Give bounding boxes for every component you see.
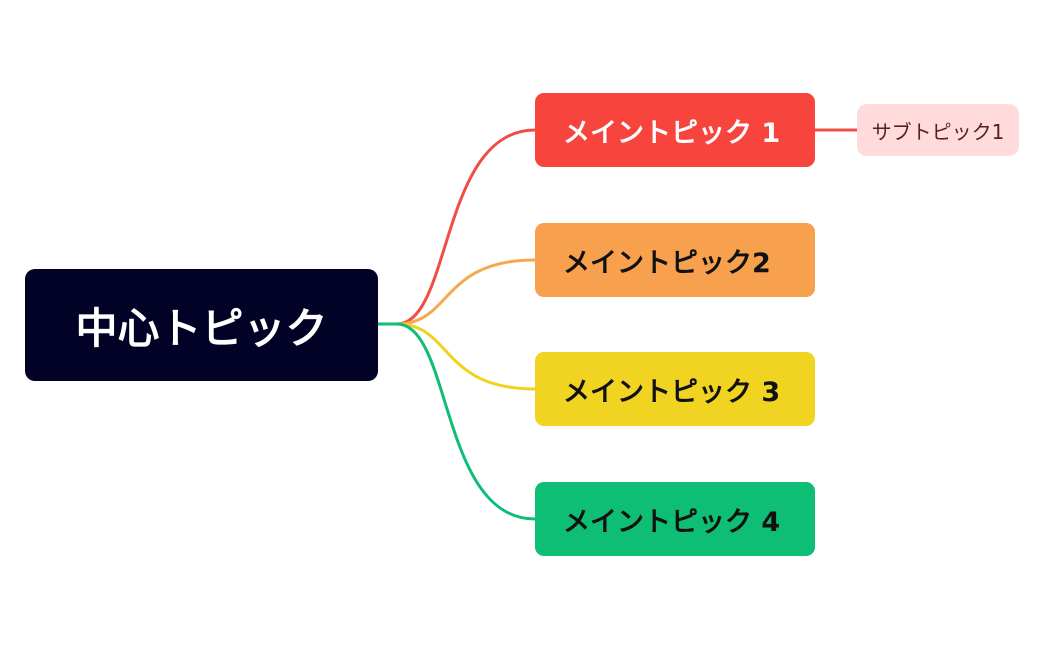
main-topic-3-label: メイントピック 3 xyxy=(563,376,781,408)
connector-central-to-main-3 xyxy=(396,322,536,391)
connector-central-to-main-4 xyxy=(378,322,536,521)
main-topic-4[interactable]: メイントピック 4 xyxy=(535,482,815,556)
connector-central-to-main-1 xyxy=(378,128,536,326)
central-topic[interactable]: 中心トピック xyxy=(25,269,378,381)
main-topic-1-label: メイントピック 1 xyxy=(563,117,781,149)
sub-topic-1-label: サブトピック1 xyxy=(871,119,1005,144)
main-topic-4-label: メイントピック 4 xyxy=(563,506,781,538)
central-topic-label: 中心トピック xyxy=(75,303,328,353)
sub-topic-1[interactable]: サブトピック1 xyxy=(857,104,1019,156)
main-topic-2[interactable]: メイントピック2 xyxy=(535,223,815,297)
connector-central-to-main-2 xyxy=(396,258,536,326)
main-topic-2-label: メイントピック2 xyxy=(563,247,771,279)
main-topic-3[interactable]: メイントピック 3 xyxy=(535,352,815,426)
main-topic-1[interactable]: メイントピック 1 xyxy=(535,93,815,167)
